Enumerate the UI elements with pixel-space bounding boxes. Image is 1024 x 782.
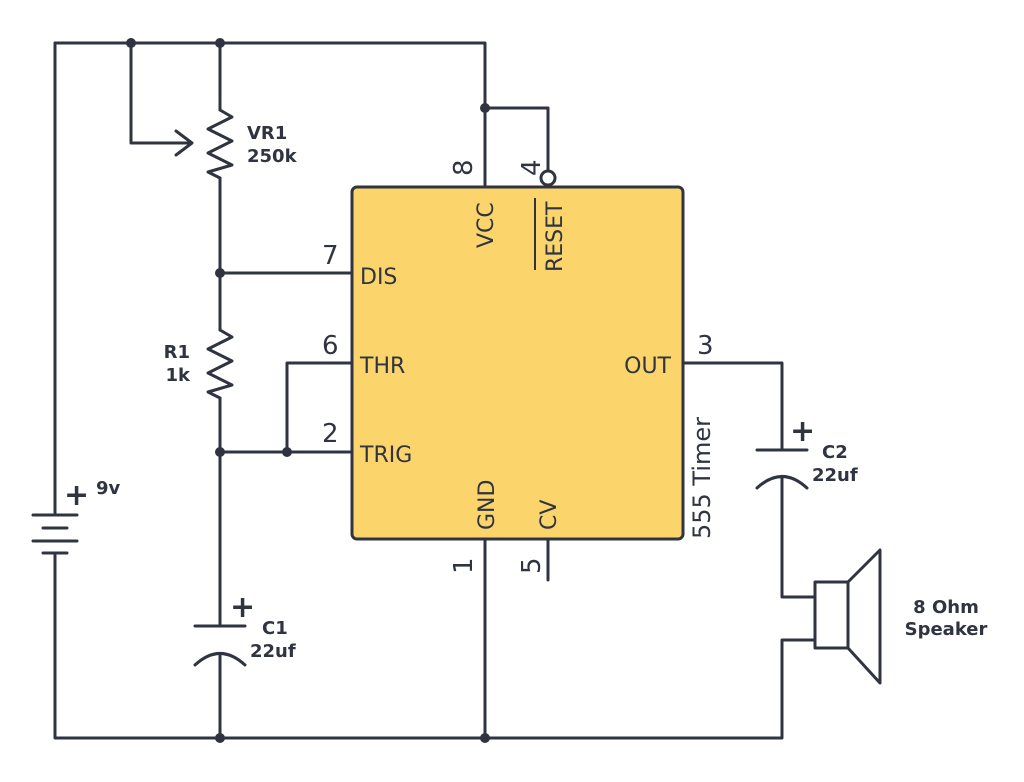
ic-555: DIS THR TRIG OUT VCC RESET GND CV 555 Ti… bbox=[350, 169, 716, 541]
junction-dot bbox=[215, 733, 225, 743]
pin-number-8: 8 bbox=[449, 159, 479, 176]
capacitor-c2: + C2 22uf bbox=[755, 414, 858, 490]
c2-polarity: + bbox=[790, 414, 815, 449]
wire-vr1-wiper bbox=[129, 41, 192, 145]
speaker-8ohm: 8 Ohm Speaker bbox=[813, 548, 988, 685]
wire-battery-negative bbox=[53, 551, 817, 740]
battery-9v: + 9v bbox=[31, 478, 121, 555]
wire-thr-loop bbox=[285, 361, 354, 454]
wire-out bbox=[681, 361, 784, 452]
pin-number-6: 6 bbox=[322, 331, 339, 361]
pin-label-cv: CV bbox=[537, 500, 562, 530]
junction-dot bbox=[480, 733, 490, 743]
pin-label-out: OUT bbox=[624, 354, 671, 379]
ic-body bbox=[350, 185, 685, 541]
junction-dot bbox=[215, 447, 225, 457]
pin-number-2: 2 bbox=[322, 419, 339, 449]
battery-value: 9v bbox=[96, 478, 121, 499]
resistor-r1: R1 1k bbox=[164, 328, 234, 400]
reset-inversion-bubble bbox=[539, 169, 557, 187]
junctions bbox=[126, 38, 490, 743]
junction-dot bbox=[215, 268, 225, 278]
c1-name: C1 bbox=[262, 618, 288, 639]
r1-name: R1 bbox=[164, 342, 190, 363]
c1-plate-negative bbox=[193, 652, 247, 667]
junction-dot bbox=[480, 103, 490, 113]
pin-number-1: 1 bbox=[449, 557, 479, 574]
wires bbox=[53, 41, 817, 740]
pin-number-4: 4 bbox=[517, 159, 547, 176]
speaker-label-line1: 8 Ohm bbox=[913, 597, 979, 618]
pin-number-3: 3 bbox=[697, 331, 714, 361]
vr1-resistor-zigzag bbox=[206, 108, 234, 180]
battery-polarity: + bbox=[64, 478, 89, 513]
junction-dot bbox=[215, 38, 225, 48]
pin-label-vcc: VCC bbox=[474, 202, 499, 248]
junction-dot bbox=[126, 38, 136, 48]
r1-value: 1k bbox=[166, 365, 192, 386]
junction-dot bbox=[282, 447, 292, 457]
speaker-magnet bbox=[813, 580, 850, 650]
pin-label-gnd: GND bbox=[475, 480, 500, 530]
c2-plate-negative bbox=[755, 475, 809, 490]
r1-zigzag bbox=[206, 328, 234, 400]
ic-name: 555 Timer bbox=[688, 417, 716, 539]
speaker-cone bbox=[846, 548, 882, 685]
wire-reset-link bbox=[483, 106, 550, 174]
pin-number-5: 5 bbox=[517, 557, 547, 574]
pin-label-thr: THR bbox=[359, 354, 405, 379]
pin-numbers: 7 6 2 3 8 4 1 5 bbox=[322, 159, 714, 574]
potentiometer-vr1: VR1 250k bbox=[174, 108, 298, 180]
pin-number-7: 7 bbox=[322, 241, 339, 271]
c2-name: C2 bbox=[822, 442, 848, 463]
pin-label-trig: TRIG bbox=[359, 443, 412, 468]
vr1-value: 250k bbox=[247, 146, 298, 167]
vr1-wiper-arrow bbox=[174, 129, 194, 157]
c2-value: 22uf bbox=[812, 465, 858, 486]
c1-value: 22uf bbox=[250, 641, 296, 662]
vr1-name: VR1 bbox=[247, 123, 287, 144]
pin-label-dis: DIS bbox=[360, 265, 397, 290]
capacitor-c1: + C1 22uf bbox=[193, 590, 296, 667]
wire-top-rail bbox=[53, 41, 487, 187]
pin-label-reset: RESET bbox=[543, 201, 568, 272]
speaker-label-line2: Speaker bbox=[905, 619, 988, 640]
c1-polarity: + bbox=[230, 590, 255, 625]
wire-c2-to-speaker bbox=[780, 475, 817, 599]
